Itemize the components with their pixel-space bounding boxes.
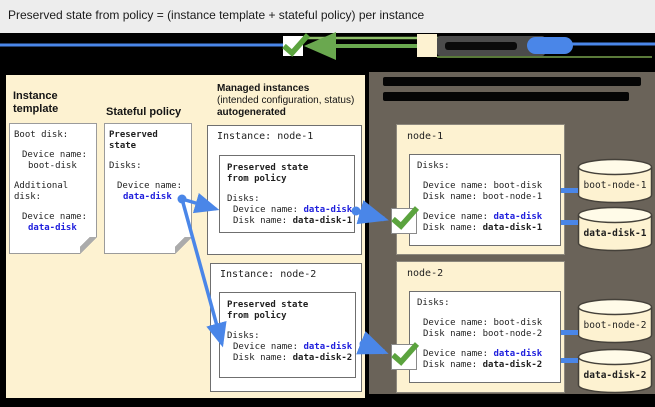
managed-instance-title: Instance: node-2 — [220, 269, 317, 280]
disk-name-value: data-disk-1 — [292, 216, 353, 226]
boot-device-label: Device name: — [22, 150, 88, 160]
instance-template-note: Boot disk: Device name: boot-disk Additi… — [9, 123, 97, 254]
device-name-value: data-disk — [303, 342, 353, 352]
disk-cylinder-icon — [577, 298, 653, 344]
boot-disk-label: Boot disk: — [14, 130, 69, 140]
disk-label: boot-node-2 — [583, 320, 647, 331]
disk-cylinder-boot-node-2: boot-node-2 — [577, 298, 653, 344]
applied-checkmark-box-node-2 — [391, 342, 420, 370]
disk-cylinder-boot-node-1: boot-node-1 — [577, 158, 653, 204]
diagram-title: Preserved state from policy = (instance … — [8, 8, 425, 22]
vm-node-name: node-1 — [407, 131, 444, 142]
device-name-value: data-disk — [303, 205, 353, 215]
boot-device-value: boot-disk — [493, 181, 543, 191]
disk-cylinder-data-disk-1: data-disk-1 — [577, 206, 653, 252]
additional-disk-label: Additional disk: — [14, 181, 69, 202]
disk-cylinder-icon — [577, 158, 653, 204]
preserved-state-box: Preserved state from policy Disks: Devic… — [219, 155, 355, 233]
folded-corner-icon — [80, 237, 97, 254]
stateful-policy-note: Preserved state Disks: Device name: data… — [104, 123, 192, 254]
legend-blue-disk-icon — [527, 37, 573, 54]
policy-device-value: data-disk — [123, 192, 172, 202]
disk-connector — [561, 220, 578, 225]
additional-device-label: Device name: — [22, 212, 88, 222]
vm-panel-heading-redacted-1 — [383, 77, 641, 86]
applied-checkmark-box-node-1 — [391, 206, 420, 234]
device-name-label: Device name: — [233, 205, 304, 215]
boot-disk-label: Disk name: — [423, 329, 483, 339]
managed-instance-node-1: Instance: node-1 Preserved state from po… — [207, 125, 362, 255]
preserved-state-box: Preserved state from policy Disks: Devic… — [219, 292, 356, 378]
managed-instances-heading-line2: (intended configuration, status) — [217, 95, 355, 106]
disk-label: boot-node-1 — [583, 180, 647, 191]
checkmark-icon — [391, 342, 420, 366]
disk-label: data-disk-1 — [583, 228, 647, 239]
boot-disk-label: Disk name: — [423, 192, 483, 202]
data-device-label: Device name: — [423, 212, 494, 222]
stateful-policy-heading: Stateful policy — [106, 106, 182, 118]
disk-name-label: Disk name: — [233, 353, 293, 363]
managed-instances-heading-line3: autogenerated — [217, 107, 286, 118]
data-disk-value: data-disk-2 — [482, 360, 543, 370]
disk-name-label: Disk name: — [233, 216, 293, 226]
disk-connector — [561, 358, 578, 363]
managed-instance-node-2: Instance: node-2 Preserved state from po… — [210, 263, 362, 392]
data-disk-label: Disk name: — [423, 223, 483, 233]
vm-disks-box: Disks: Device name: boot-disk Disk name:… — [409, 291, 561, 383]
disks-label: Disks: — [227, 331, 260, 341]
boot-device-value: boot-disk — [493, 318, 543, 328]
legend-beige-box — [417, 34, 437, 57]
preserved-state-from-policy-title: Preserved state from policy — [227, 163, 309, 184]
policy-disks-label: Disks: — [109, 161, 142, 171]
vm-node-2: node-2 Disks: Device name: boot-disk Dis… — [396, 261, 565, 393]
boot-device-label: Device name: — [423, 318, 494, 328]
managed-instance-title: Instance: node-1 — [217, 131, 314, 142]
legend-checkmark-box — [282, 33, 311, 57]
checkmark-icon — [282, 33, 311, 57]
boot-disk-value: boot-node-1 — [482, 192, 543, 202]
vm-panel-heading-redacted-2 — [383, 92, 629, 101]
vm-disks-box: Disks: Device name: boot-disk Disk name:… — [409, 154, 561, 246]
device-name-label: Device name: — [233, 342, 304, 352]
legend-redacted-text — [445, 42, 517, 50]
policy-device-label: Device name: — [117, 181, 183, 191]
managed-instances-heading-line1: Managed instances — [217, 83, 310, 94]
data-disk-value: data-disk-1 — [482, 223, 543, 233]
data-disk-label: Disk name: — [423, 360, 483, 370]
disk-name-value: data-disk-2 — [292, 353, 353, 363]
disk-label: data-disk-2 — [583, 370, 647, 381]
disk-cylinder-data-disk-2: data-disk-2 — [577, 348, 653, 394]
disk-cylinder-icon — [577, 348, 653, 394]
boot-disk-value: boot-node-2 — [482, 329, 543, 339]
disks-label: Disks: — [417, 298, 450, 308]
folded-corner-icon — [175, 237, 192, 254]
disk-connector — [561, 330, 578, 335]
checkmark-icon — [391, 206, 420, 230]
disks-label: Disks: — [417, 161, 450, 171]
preserved-state-title: Preserved state — [109, 130, 158, 151]
data-device-value: data-disk — [493, 349, 543, 359]
preserved-state-from-policy-title: Preserved state from policy — [227, 300, 309, 321]
managed-instances-heading: Managed instances (intended configuratio… — [217, 83, 377, 119]
additional-device-value: data-disk — [28, 223, 77, 233]
vm-node-1: node-1 Disks: Device name: boot-disk Dis… — [396, 124, 565, 255]
data-device-label: Device name: — [423, 349, 494, 359]
disk-connector — [561, 188, 578, 193]
data-device-value: data-disk — [493, 212, 543, 222]
boot-device-label: Device name: — [423, 181, 494, 191]
title-bar: Preserved state from policy = (instance … — [0, 0, 655, 33]
vm-node-name: node-2 — [407, 268, 444, 279]
instance-template-heading: Instance template — [13, 90, 59, 115]
boot-device-value: boot-disk — [28, 161, 77, 171]
disks-label: Disks: — [227, 194, 260, 204]
disk-cylinder-icon — [577, 206, 653, 252]
